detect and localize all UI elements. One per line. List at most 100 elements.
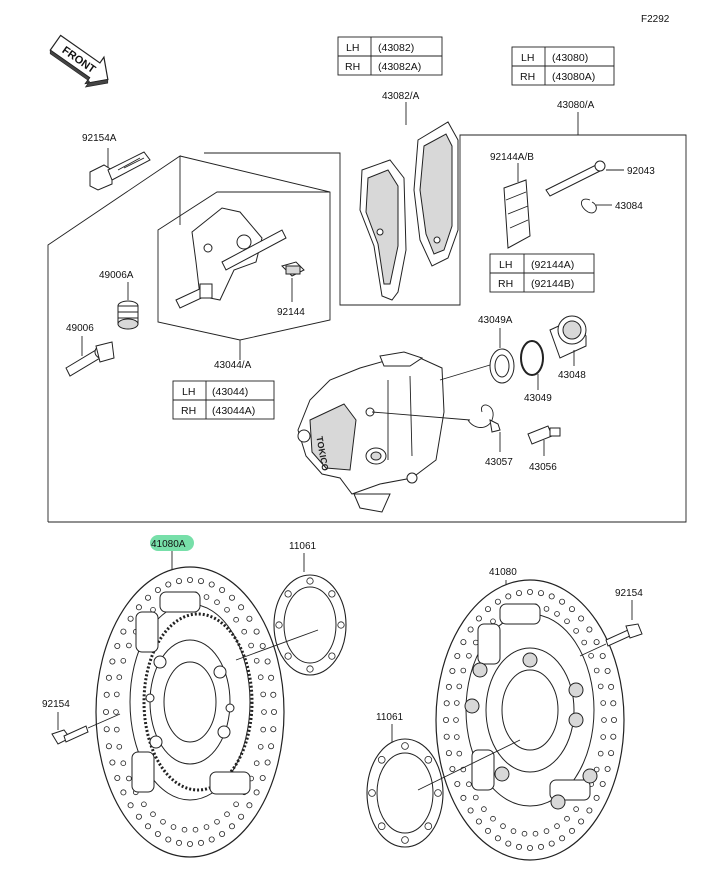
disc-hole [165,836,172,843]
disc-hole [214,599,220,605]
disc-hole [573,806,579,812]
disc-hole [500,823,506,829]
callout-92154-left: 92154 [42,699,70,710]
disc-hole [559,598,566,605]
disc-hole [600,700,606,706]
table-43082-part-lh: (43082) [378,42,414,54]
disc-hole [224,607,230,613]
disc-hole [593,639,600,646]
callout-43056: 43056 [529,462,557,473]
pipe-43057 [467,404,501,433]
disc-hole [586,626,593,633]
disc-hole [264,759,271,766]
table-92144-side-rh: RH [498,278,513,290]
disc-hole [145,823,152,830]
disc-hole [238,813,245,820]
brake-disc-41080 [435,579,625,861]
disc-hole [485,827,492,834]
disc-hole [505,593,512,600]
callout-92154a: 92154A [82,133,117,144]
figure-id: F2292 [641,14,670,25]
disc-hole [253,657,260,664]
disc-hole [203,824,210,830]
disc-hole [103,709,110,715]
disc-hole [103,726,110,733]
table-43044-side-rh: RH [181,405,196,417]
disc-hole [443,700,450,707]
disc-hole [187,576,193,583]
callout-92144ab: 92144A/B [490,152,534,163]
disc-hole [467,626,474,633]
slide-pin-49006 [65,341,115,377]
callout-49006: 49006 [66,323,94,334]
disc-hole [466,781,472,787]
disc-hole [453,717,459,723]
front-arrow-icon: FRONT [49,34,109,88]
disc-hole [248,642,254,649]
disc-hole [197,578,204,585]
disc-hole [527,845,533,852]
disc-hole [564,815,570,822]
disc-hole [260,691,266,698]
disc-hole [554,823,560,829]
table-43080-side-rh: RH [520,71,535,83]
bracket-boot-92144 [281,261,305,277]
disc-bolt-92154-left [51,713,121,745]
disc-hole [460,639,467,646]
disc-hole [165,581,172,588]
callout-11061-bottom: 11061 [376,712,404,723]
disc-hole [105,674,112,681]
disc-hole [543,606,550,612]
disc-hole [114,726,120,733]
disc-hole [454,781,461,788]
disc-hole [233,801,239,808]
disc-hole [109,759,116,766]
disc-hole [126,775,132,782]
disc-hole [224,811,230,817]
disc-hole [238,604,245,611]
disc-hole [208,836,215,843]
disc-hole [233,616,239,623]
disc-hole [105,743,112,750]
disc-hole [564,618,570,625]
callout-43048: 43048 [558,370,586,381]
disc-hole [259,775,266,782]
table-92144-part-lh: (92144A) [531,259,574,271]
bolt-92154a [89,151,151,191]
disc-hole [460,794,467,801]
disc-hole [578,615,585,622]
disc-hole [460,667,467,674]
table-43044-part-lh: (43044) [212,386,248,398]
disc-hole [261,709,267,715]
shim-hole [377,755,386,764]
table-43082-side-lh: LH [346,42,359,54]
disc-hole [515,843,522,850]
table-43044-part-rh: (43044A) [212,405,255,417]
disc-hole [548,593,555,600]
bleeder-valve-43056 [527,425,561,445]
disc-hole [154,831,161,838]
disc-hole [593,667,600,674]
disc-hole [141,801,147,808]
disc-hole [456,750,463,757]
disc-hole [257,674,264,680]
piston-43048 [549,315,587,359]
callout-41080: 41080 [489,567,517,578]
disc-hole [610,733,617,740]
disc-hole [154,587,161,594]
callout-43049a: 43049A [478,315,513,326]
disc-hole [229,594,236,601]
shim-hole [275,621,283,629]
caliper-body: TOKICO [297,351,445,513]
disc-hole [270,691,277,698]
disc-hole [456,683,463,690]
shim-hole [377,822,386,831]
disc-hole [481,806,487,812]
table-43044-side-lh: LH [182,386,195,398]
disc-hole [475,615,482,622]
disc-hole [114,775,121,782]
callout-92144: 92144 [277,307,305,318]
disc-hole [467,807,474,814]
disc-hole [116,743,123,750]
disc-hole [548,840,555,847]
